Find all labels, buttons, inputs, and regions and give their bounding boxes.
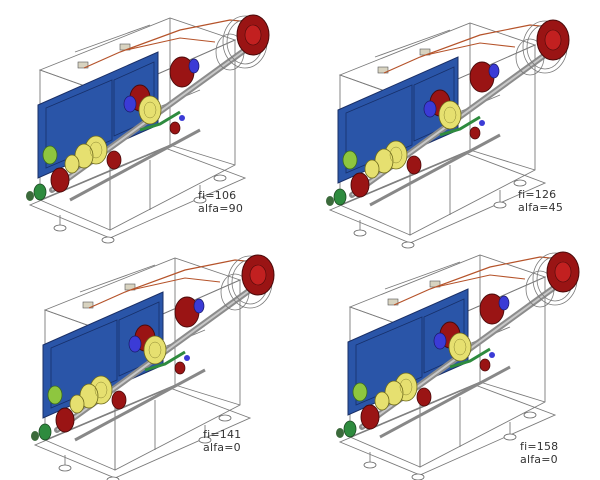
panel-2-caption: fi=126 alfa=45 xyxy=(518,188,563,214)
panel-2-alfa: alfa=45 xyxy=(518,201,564,214)
panel-3-alfa: alfa=0 xyxy=(203,441,241,454)
panel-1-alfa: alfa=90 xyxy=(198,202,244,215)
panel-3-fi: fi=141 xyxy=(203,428,242,441)
panel-3-caption: fi=141 alfa=0 xyxy=(203,428,241,454)
panel-1-caption: fi=106 alfa=90 xyxy=(198,189,243,215)
panel-1-fi: fi=106 xyxy=(198,189,237,202)
panel-4-fi: fi=158 xyxy=(520,440,559,453)
panel-4-caption: fi=158 alfa=0 xyxy=(520,440,558,466)
panel-4-alfa: alfa=0 xyxy=(520,453,558,466)
panel-2-fi: fi=126 xyxy=(518,188,557,201)
